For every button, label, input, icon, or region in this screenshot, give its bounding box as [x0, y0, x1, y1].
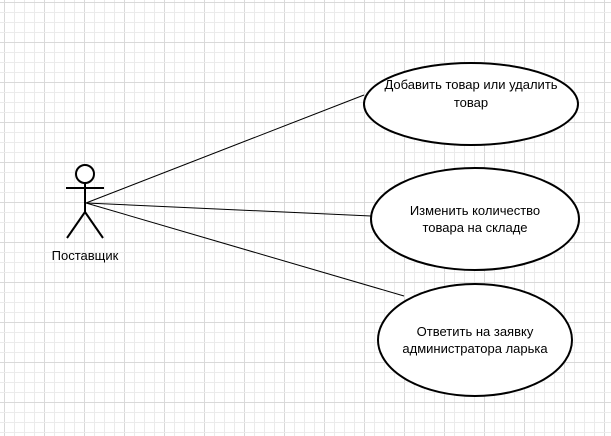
use-case-label-line: Добавить товар или удалить [384, 77, 557, 92]
use-case-ellipse [377, 283, 573, 397]
use-case-ellipse [363, 62, 579, 146]
use-case-label-line: товара на складе [422, 220, 527, 235]
association-line-1[interactable] [85, 94, 365, 204]
actor-label: Поставщик [52, 248, 119, 263]
association-line-2[interactable] [85, 202, 372, 217]
use-case-label-line: администратора ларька [402, 341, 548, 356]
actor-supplier[interactable]: Поставщик [52, 164, 119, 263]
use-case-change-stock-quantity[interactable]: Изменить количество товара на складе [370, 167, 580, 271]
use-case-answer-kiosk-request[interactable]: Ответить на заявку администратора ларька [377, 283, 573, 397]
use-case-ellipse [370, 167, 580, 271]
use-case-label-line: Изменить количество [410, 203, 540, 218]
use-case-label-line: Ответить на заявку [417, 324, 534, 339]
stick-figure-actor-icon [66, 164, 104, 239]
association-line-3[interactable] [85, 202, 405, 297]
use-case-label-line: товар [454, 95, 488, 110]
use-case-add-remove-product[interactable]: Добавить товар или удалить товар [363, 62, 579, 146]
